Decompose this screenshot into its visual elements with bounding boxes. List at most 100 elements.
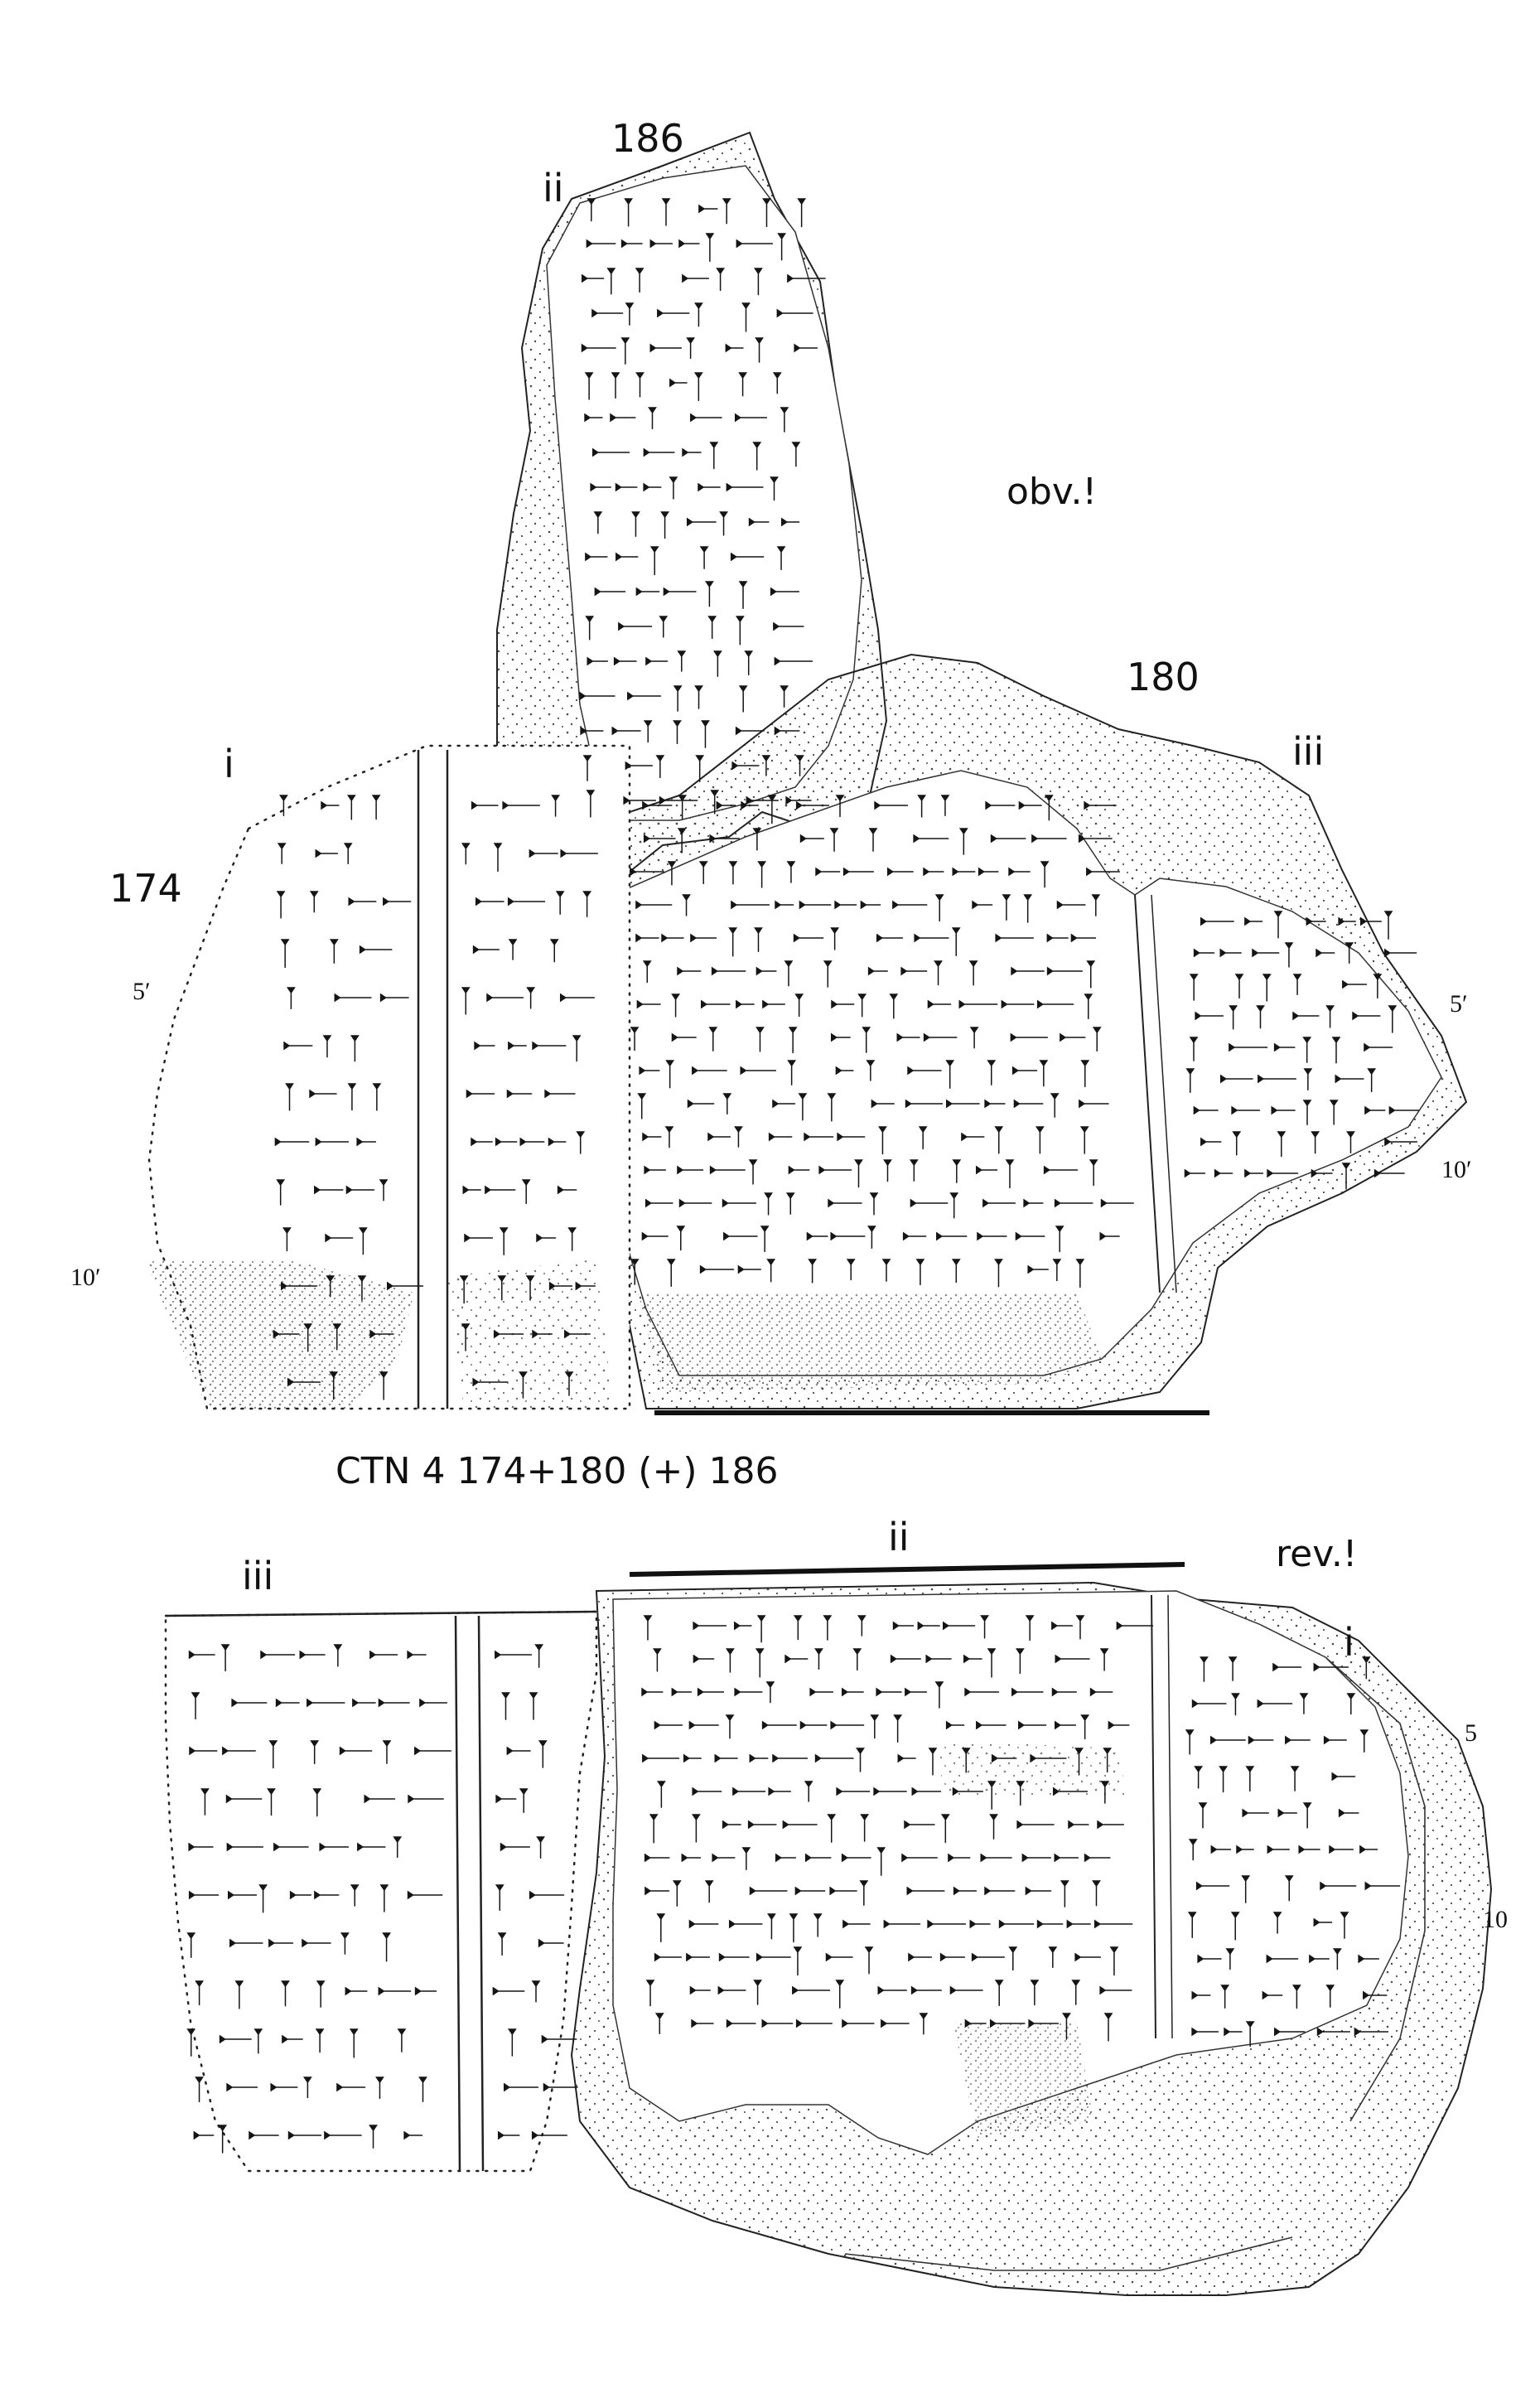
- wedge-mark: [904, 1820, 935, 1830]
- wedge-mark: [495, 1137, 518, 1147]
- wedge-mark: [519, 1137, 545, 1147]
- wedge-mark: [644, 1165, 667, 1175]
- wedge-mark: [277, 843, 287, 864]
- wedge-mark: [692, 1066, 727, 1076]
- wedge-mark: [1028, 2018, 1060, 2028]
- wedge-mark: [905, 1099, 944, 1109]
- wedge-mark: [722, 1820, 741, 1830]
- wedge-mark: [643, 482, 662, 492]
- wedge-mark: [699, 1264, 735, 1274]
- wedge-mark: [580, 726, 604, 736]
- wedge-mark: [593, 511, 603, 534]
- wedge-mark: [737, 1264, 761, 1274]
- wedge-mark: [1230, 1912, 1240, 1941]
- wedge-mark: [799, 1720, 828, 1730]
- wedge-mark: [249, 2130, 279, 2140]
- wedge-mark: [722, 1198, 757, 1208]
- wedge-mark: [1329, 1100, 1339, 1125]
- wedge-mark: [797, 198, 807, 228]
- wedge-mark: [1383, 911, 1393, 940]
- column-label-obv-i: i: [224, 742, 234, 786]
- wedge-mark: [691, 1814, 701, 1843]
- wedge-mark: [1084, 994, 1093, 1019]
- wedge-mark: [1258, 1074, 1297, 1084]
- wedge-mark: [1338, 1808, 1359, 1818]
- wedge-mark: [686, 1952, 711, 1962]
- wedge-mark: [692, 1786, 722, 1796]
- wedge-mark: [591, 447, 630, 457]
- wedge-mark: [980, 1853, 1012, 1863]
- wedge-mark: [643, 720, 653, 743]
- wedge-mark: [656, 1913, 666, 1943]
- wedge-mark: [299, 1650, 326, 1660]
- wedge-mark: [378, 1698, 410, 1708]
- wedge-mark: [830, 1720, 865, 1730]
- wedge-mark: [987, 1060, 997, 1085]
- wedge-mark: [369, 2125, 378, 2149]
- wedge-mark: [876, 933, 904, 943]
- wedge-mark: [418, 2076, 427, 2102]
- wedge-mark: [978, 867, 999, 877]
- wedge-mark: [671, 1032, 697, 1042]
- wedge-mark: [1016, 1820, 1055, 1830]
- wedge-mark: [407, 1890, 443, 1900]
- wedge-mark: [1271, 1105, 1296, 1115]
- wedge-mark: [529, 1890, 565, 1900]
- wedge-mark: [324, 2130, 362, 2140]
- line-number-rev-10: 10: [1483, 1906, 1508, 1933]
- wedge-mark: [642, 960, 652, 984]
- wedge-mark: [544, 1089, 576, 1099]
- wedge-mark: [358, 1227, 368, 1255]
- wedge-mark: [268, 1938, 294, 1948]
- wedge-mark: [788, 1165, 810, 1175]
- wedge-mark: [1228, 1656, 1238, 1681]
- wedge-mark: [340, 1932, 350, 1955]
- wedge-mark: [660, 511, 669, 539]
- wedge-mark: [346, 795, 356, 820]
- wedge-mark: [1267, 1844, 1290, 1854]
- wedge-mark: [823, 960, 833, 988]
- wedge-mark: [1229, 1005, 1238, 1030]
- wedge-mark: [1025, 1886, 1052, 1896]
- wedge-mark: [474, 1041, 495, 1051]
- wedge-mark: [529, 848, 558, 858]
- wedge-mark: [352, 1698, 376, 1708]
- wedge-mark: [1344, 942, 1354, 964]
- wedge-mark: [414, 1746, 452, 1756]
- wedge-mark: [1011, 1687, 1044, 1697]
- wedge-mark: [654, 1952, 683, 1962]
- wedge-mark: [1079, 1099, 1109, 1109]
- wedge-mark: [234, 1980, 244, 2009]
- wedge-mark: [901, 1853, 938, 1863]
- wedge-mark: [1346, 1693, 1356, 1715]
- wedge-mark: [408, 1794, 444, 1804]
- wedge-mark: [1018, 1720, 1047, 1730]
- wedge-mark: [321, 800, 340, 810]
- wedge-mark: [471, 1137, 493, 1147]
- wedge-mark: [919, 2013, 929, 2035]
- wedge-mark: [868, 828, 878, 852]
- wedge-mark: [347, 1083, 357, 1111]
- wedge-mark: [369, 1650, 398, 1660]
- wedge-mark: [744, 650, 754, 676]
- wedge-mark: [1241, 1875, 1251, 1903]
- wedge-mark: [348, 897, 377, 907]
- wedge-mark: [495, 1884, 504, 1911]
- wedge-mark: [1060, 1032, 1086, 1042]
- wedge-mark: [641, 1231, 669, 1241]
- wedge-mark: [485, 1185, 516, 1195]
- wedge-mark: [472, 1377, 509, 1387]
- wedge-mark: [1242, 1808, 1270, 1818]
- wedge-mark: [1298, 1844, 1320, 1854]
- wedge-mark: [775, 900, 794, 910]
- wedge-mark: [765, 1681, 775, 1704]
- wedge-mark: [492, 1986, 525, 1996]
- wedge-mark: [762, 198, 771, 228]
- wedge-mark: [1290, 1766, 1300, 1791]
- wedge-mark: [644, 1198, 673, 1208]
- wedge-mark: [1219, 948, 1242, 958]
- wedge-mark: [461, 987, 471, 1015]
- wedge-mark: [795, 2018, 833, 2028]
- wedge-mark: [682, 273, 710, 283]
- wedge-mark: [964, 2018, 987, 2028]
